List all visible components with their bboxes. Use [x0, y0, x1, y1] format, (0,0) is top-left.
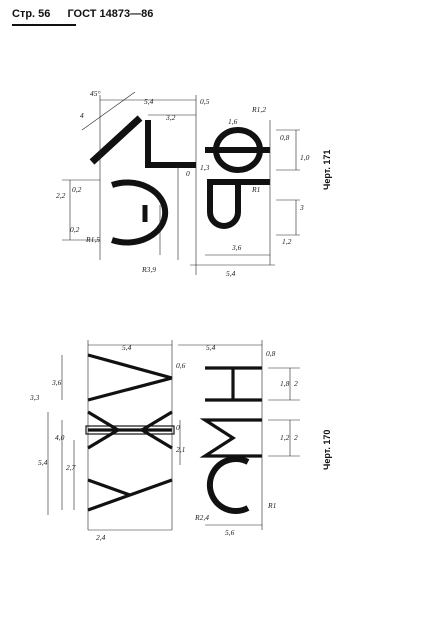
dim-label: 45° [90, 89, 101, 98]
caption-170: Черт. 170 [322, 430, 332, 470]
dimension-lines-170 [47, 340, 300, 531]
glyph-e [111, 179, 169, 246]
dim-label: 0,6 [176, 361, 186, 370]
dim-label: 2 [294, 433, 298, 442]
dim-label: 3,6 [51, 378, 62, 387]
dim-label: 2,4 [96, 533, 106, 542]
dim-label: 0,2 [70, 225, 80, 234]
page-header: Стр. 56 ГОСТ 14873—86 [12, 8, 167, 20]
dim-label: 0 [176, 423, 180, 432]
glyph-en [205, 366, 262, 402]
dim-label: 5,4 [144, 97, 154, 106]
dim-label: 1,3 [200, 163, 210, 172]
glyph-ef [205, 127, 270, 173]
dim-label: 0,2 [72, 185, 82, 194]
dim-label: 0,5 [200, 97, 210, 106]
dim-label: 1,8 [280, 379, 290, 388]
dim-label: 3,6 [231, 243, 242, 252]
dim-label: 0,8 [280, 133, 290, 142]
dim-label: 1,2 [280, 433, 290, 442]
glyph-ge [145, 120, 196, 168]
glyph-v [87, 353, 173, 402]
glyph-zhe [85, 410, 175, 450]
dim-label: R1 [267, 501, 276, 510]
dim-label: 0 [186, 169, 190, 178]
dim-label: 5,6 [225, 528, 235, 537]
dim-label: 5,4 [226, 269, 236, 278]
dim-label: 5,4 [206, 343, 216, 352]
figure-171: 4 45° 5,4 3,2 0,5 2,2 0,2 0,2 R1,5 R3,9 … [56, 89, 332, 278]
glyph-em [199, 418, 262, 458]
dim-label: R1,5 [85, 235, 100, 244]
dim-label: 4,0 [55, 433, 65, 442]
dim-label: R3,9 [141, 265, 156, 274]
dim-label: 0,8 [266, 349, 276, 358]
glyph-u [87, 478, 173, 512]
header-rule [12, 24, 76, 26]
dim-label: 3,3 [29, 393, 40, 402]
dim-label: 1,0 [300, 153, 310, 162]
dim-label: 2,2 [56, 191, 66, 200]
glyph-slash [89, 115, 143, 165]
dim-label: R1,2 [251, 105, 266, 114]
dim-label: R1 [251, 185, 260, 194]
dim-label: 2,7 [66, 463, 76, 472]
dim-label: R2,4 [194, 513, 209, 522]
dim-label: 2,1 [176, 445, 185, 454]
glyph-er [207, 179, 270, 229]
dim-label: 5,4 [122, 343, 132, 352]
standard-number: ГОСТ 14873—86 [67, 8, 154, 20]
figure-170: 2,4 5,4 5,4 3,3 3,6 5,4 4,0 2,7 2,1 0,6 … [29, 340, 332, 542]
dimension-lines-171 [62, 91, 300, 275]
dim-label: 3,2 [165, 113, 176, 122]
caption-171: Черт. 171 [322, 150, 332, 190]
dim-label: 1,2 [282, 237, 292, 246]
dim-label: 2 [294, 379, 298, 388]
dim-label: 4 [80, 111, 84, 120]
page-number: Стр. 56 [12, 8, 51, 20]
dim-label: 1,6 [228, 117, 238, 126]
glyph-es [206, 456, 250, 514]
dim-label: 5,4 [38, 458, 48, 467]
dim-label: 3 [299, 203, 304, 212]
